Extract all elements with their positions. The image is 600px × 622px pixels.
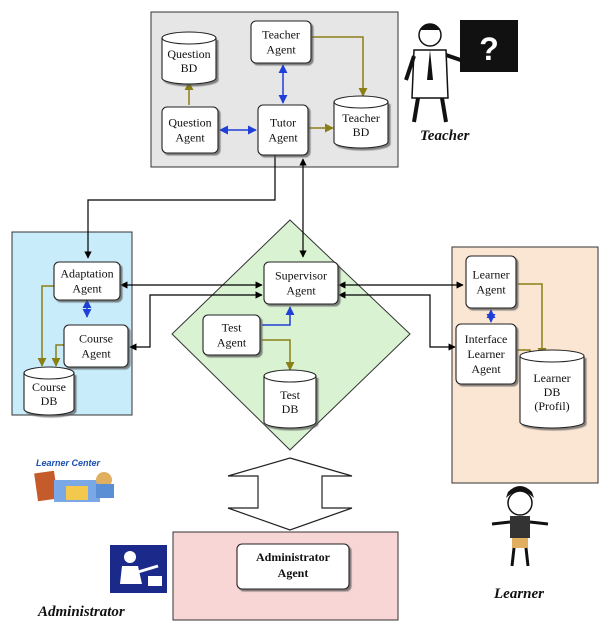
arrow-adaptation-to-course-db (37, 285, 58, 367)
arrow-course-agent-to-db (51, 344, 64, 367)
test-agent-box[interactable] (202, 314, 261, 356)
teacher-agent-box[interactable] (250, 20, 312, 64)
administrator-agent-label-1: Administrator (256, 550, 331, 564)
question-bd-label: BD (181, 61, 198, 75)
interface-learner-agent-label: Learner (467, 347, 504, 361)
question-bd-label: Question (167, 47, 210, 61)
database-cylinder-body (263, 376, 317, 429)
teacher-caption: Teacher (420, 128, 470, 144)
teacher-agent-label: Teacher (262, 28, 300, 42)
tutor-agent-label: Agent (268, 131, 298, 145)
test-db-label: DB (282, 402, 299, 416)
teacher-agent-label: Agent (266, 43, 296, 57)
teacher-illustration: ? (404, 20, 518, 123)
database-cylinder-top (519, 349, 585, 363)
learner-agent-label: Learner (472, 268, 509, 282)
learner-center-logo: Learner Center (34, 458, 114, 502)
database-cylinder-top (161, 31, 217, 45)
supervisor-agent-box[interactable] (263, 261, 339, 305)
database-cylinder-top (333, 95, 389, 109)
course-agent-label: Course (79, 332, 113, 346)
arrow-tutor-adaptation (84, 155, 276, 259)
interface-learner-agent-box[interactable] (455, 323, 517, 385)
interface-learner-agent-label: Agent (471, 362, 501, 376)
teacher-bd-label: BD (353, 125, 370, 139)
learner-agent-box[interactable] (465, 255, 517, 309)
arrow-test-to-db (262, 339, 295, 371)
supervisor-agent-label: Agent (286, 284, 316, 298)
test-agent-label: Test (222, 321, 242, 335)
learner-illustration (491, 486, 549, 567)
interface-learner-agent-label: Interface (465, 332, 508, 346)
database-cylinder-body (23, 373, 75, 416)
database-cylinder-body (519, 356, 585, 429)
arrow-supervisor-interface (338, 291, 456, 351)
tutor-agent-box[interactable] (257, 104, 309, 156)
administrator-agent-box[interactable] (236, 543, 350, 590)
arrow-teacher-agent-to-bd (312, 36, 368, 97)
database-cylinder-body (161, 38, 217, 85)
arrow-test-supervisor (262, 306, 295, 326)
teacher-bd-label: Teacher (342, 111, 380, 125)
test-agent-label: Agent (217, 336, 247, 350)
learner-caption: Learner (493, 586, 544, 602)
database-cylinder-body (333, 102, 389, 149)
administrator-icon (110, 545, 167, 593)
administrator-caption: Administrator (37, 604, 125, 620)
database-cylinder-top (263, 369, 317, 383)
question-agent-box[interactable] (161, 106, 219, 154)
learner-db-label: (Profil) (534, 399, 569, 413)
question-agent-label: Agent (175, 131, 205, 145)
course-agent-label: Agent (81, 347, 111, 361)
adaptation-agent-box[interactable] (53, 261, 121, 301)
course-db-label: Course (32, 380, 66, 394)
adaptation-agent-label: Agent (72, 282, 102, 296)
administrator-agent-label-2: Agent (278, 566, 309, 580)
adaptation-agent-label: Adaptation (60, 267, 113, 281)
learner-agent-label: Agent (476, 283, 506, 297)
tutor-agent-label: Tutor (270, 116, 296, 130)
arrow-course-supervisor (129, 291, 263, 351)
learner-db-label: Learner (533, 371, 570, 385)
database-cylinder-top (23, 366, 75, 380)
question-mark-icon: ? (479, 31, 499, 67)
arrow-learner-to-learner-db (518, 283, 547, 357)
question-agent-label: Question (168, 116, 211, 130)
course-db-label: DB (41, 394, 58, 408)
test-db-label: Test (280, 388, 300, 402)
supervisor-agent-label: Supervisor (275, 269, 327, 283)
course-agent-box[interactable] (63, 324, 129, 368)
learner-db-label: DB (544, 385, 561, 399)
learner-center-logo-text: Learner Center (36, 458, 101, 468)
admin-supervisor-double-arrow (227, 457, 353, 531)
